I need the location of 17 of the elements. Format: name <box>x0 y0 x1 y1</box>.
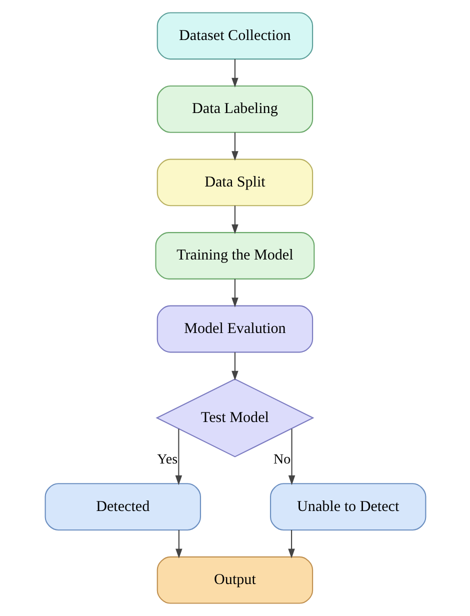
arrow <box>231 59 238 88</box>
node-box: Training the Model <box>154 232 314 280</box>
arrow <box>231 352 238 381</box>
arrow <box>231 132 238 161</box>
arrow <box>288 428 295 486</box>
arrow <box>174 428 182 486</box>
arrow <box>231 278 238 308</box>
node-box: Dataset Collection <box>156 12 313 60</box>
arrow <box>175 530 182 558</box>
node-box: Detected <box>44 483 201 531</box>
node-box: Data Labeling <box>156 85 313 133</box>
node-box: Data Split <box>156 158 313 206</box>
arrow <box>288 530 294 558</box>
node-box: Unable to Detect <box>269 483 426 531</box>
arrow <box>231 206 238 234</box>
node-box: Model Evalution <box>156 305 313 353</box>
node-box: Output <box>156 556 313 604</box>
